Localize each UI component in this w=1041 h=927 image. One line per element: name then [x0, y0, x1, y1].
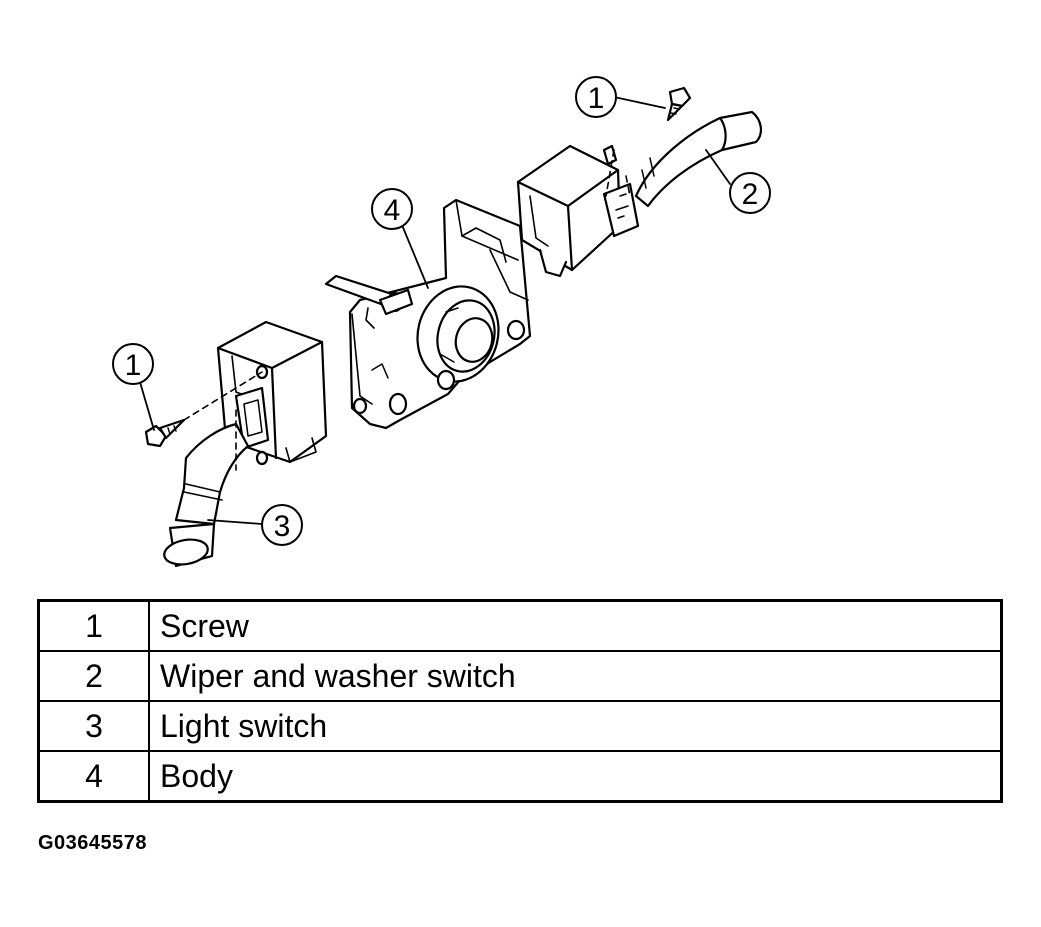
- callout-circles: [112, 76, 771, 546]
- callout-number: 2: [742, 178, 759, 211]
- body-part: [324, 198, 532, 430]
- table-row: 3 Light switch: [37, 700, 1003, 752]
- callout-number: 4: [384, 194, 401, 227]
- part-name: Screw: [148, 599, 1003, 652]
- part-number: 2: [37, 650, 150, 702]
- callout-number: 3: [274, 510, 291, 543]
- part-number: 1: [37, 599, 150, 652]
- callout-number: 1: [588, 82, 605, 115]
- screw-upper: [666, 86, 692, 122]
- screw-left: [144, 418, 186, 448]
- callout-number: 1: [125, 349, 142, 382]
- leader-lines: [139, 96, 731, 525]
- exploded-view-diagram: 1 2 3 4 1: [112, 76, 771, 568]
- light-switch-part: [163, 320, 328, 568]
- part-number: 4: [37, 750, 150, 803]
- part-name: Light switch: [148, 700, 1003, 752]
- table-row: 4 Body: [37, 750, 1003, 803]
- part-name: Wiper and washer switch: [148, 650, 1003, 702]
- table-row: 1 Screw: [37, 599, 1003, 652]
- parts-legend-table: 1 Screw 2 Wiper and washer switch 3 Ligh…: [37, 599, 1003, 803]
- part-number: 3: [37, 700, 150, 752]
- alignment-lines: [183, 149, 631, 471]
- part-name: Body: [148, 750, 1003, 803]
- wiper-washer-switch-part: [516, 110, 762, 278]
- table-row: 2 Wiper and washer switch: [37, 650, 1003, 702]
- figure-id-label: G03645578: [38, 832, 148, 854]
